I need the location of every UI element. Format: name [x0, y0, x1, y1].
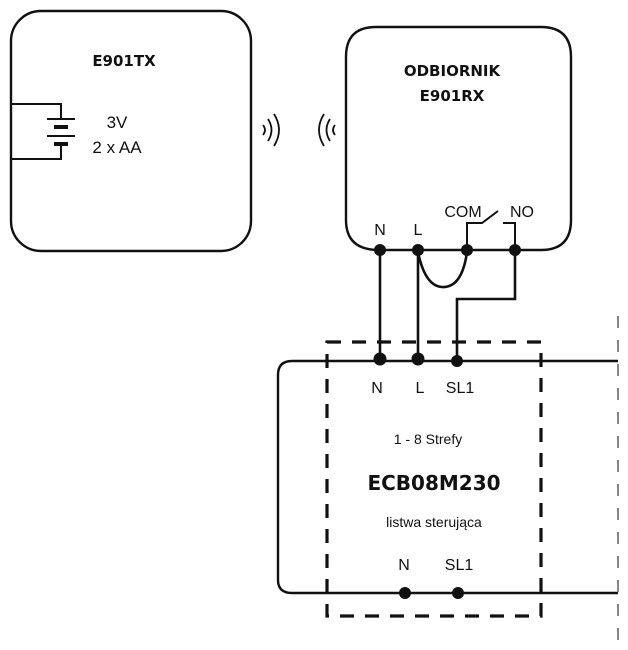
controller-top-terminal-n: N	[371, 380, 383, 397]
controller-top-terminal-n-dot	[373, 352, 387, 366]
battery-type: 2 x AA	[92, 138, 142, 157]
transmitter-module: E901TX 3V 2 x AA	[9, 9, 253, 253]
controller-bottom-terminal-n-dot	[399, 587, 411, 599]
battery-icon	[11, 103, 75, 160]
controller-top-terminal-l-dot	[411, 352, 425, 366]
controller-bottom-terminal-sl1-dot	[452, 587, 464, 599]
controller-bottom-terminal-sl1: SL1	[445, 557, 474, 574]
controller-top-terminal-l: L	[416, 380, 425, 397]
controller-strip	[276, 359, 618, 595]
controller-top-terminal-sl1-dot	[451, 355, 463, 367]
relay-switch-icon	[466, 210, 516, 250]
controller-top-terminal-sl1: SL1	[446, 380, 475, 397]
wire-no-sl1	[455, 250, 517, 360]
transmitter-box	[9, 9, 253, 253]
wireless-signal-in-icon	[318, 113, 336, 147]
controller-zones: 1 - 8 Strefy	[394, 431, 462, 447]
controller-bottom-terminal-n: N	[398, 557, 410, 574]
wiring	[378, 250, 517, 360]
receiver-title-line1: ODBIORNIK	[404, 62, 502, 80]
transmitter-name: E901TX	[92, 52, 156, 70]
receiver-module: ODBIORNIK E901RX N L COM NO	[344, 25, 573, 256]
wireless-signal-out-icon	[262, 113, 280, 147]
receiver-terminal-no: NO	[510, 204, 534, 221]
jumper-l-com	[416, 251, 469, 289]
receiver-title-line2: E901RX	[420, 87, 485, 105]
battery-voltage: 3V	[107, 113, 128, 132]
receiver-terminal-n: N	[374, 222, 386, 239]
receiver-terminal-l: L	[414, 222, 423, 239]
receiver-box	[344, 25, 573, 252]
receiver-terminal-com: COM	[444, 204, 481, 221]
receiver-terminal-com-dot	[461, 244, 473, 256]
controller-description: listwa sterująca	[386, 514, 482, 530]
controller-dashed-outline	[325, 340, 543, 618]
controller-model: ECB08M230	[367, 471, 500, 495]
controller-module: N L SL1 1 - 8 Strefy ECB08M230 listwa st…	[276, 316, 619, 650]
